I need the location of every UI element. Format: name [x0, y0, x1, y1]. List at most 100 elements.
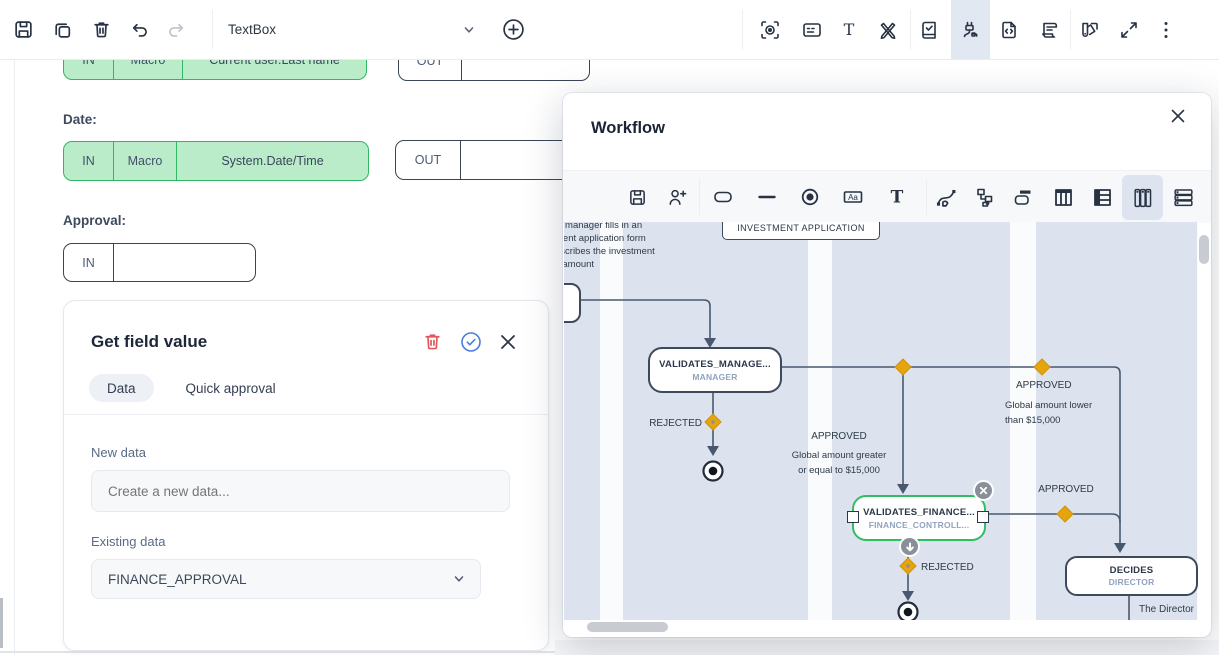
node-decides[interactable]: DECIDES DIRECTOR — [1065, 556, 1198, 596]
toolbar-divider — [926, 179, 927, 215]
toolbar-divider — [742, 10, 743, 49]
form-card-icon[interactable] — [793, 0, 831, 59]
chevron-down-icon — [452, 572, 466, 586]
node-investment-application[interactable]: INVESTMENT APPLICATION — [722, 222, 880, 240]
end-state-nodes — [702, 460, 919, 620]
swimlane — [832, 222, 1010, 620]
connectors-icon[interactable] — [951, 0, 989, 59]
swimlane — [1036, 222, 1197, 620]
more-kebab-icon[interactable] — [1147, 0, 1185, 59]
in-cell: IN — [64, 142, 114, 180]
save-icon[interactable] — [4, 0, 42, 59]
theme-swatches-icon[interactable] — [1071, 0, 1109, 59]
in-cell: IN — [64, 244, 114, 281]
svg-text:Aa: Aa — [848, 193, 858, 202]
existing-data-value: FINANCE_APPROVAL — [108, 571, 247, 587]
edge-label-approved-finance: APPROVED — [1038, 484, 1094, 495]
design-pencils-icon[interactable] — [869, 0, 907, 59]
active-shape-highlight — [1122, 175, 1163, 220]
shape-line-icon[interactable] — [747, 171, 787, 223]
redo-icon[interactable] — [157, 0, 195, 59]
toolbar-divider — [212, 10, 213, 49]
value-cell: System.Date/Time — [221, 154, 324, 168]
element-selector-value: TextBox — [228, 22, 277, 37]
resize-handle-left[interactable] — [847, 511, 859, 523]
close-icon[interactable] — [1169, 107, 1187, 125]
add-element-icon[interactable] — [494, 0, 532, 59]
left-edge-scrollbar[interactable] — [0, 598, 3, 648]
tab-quick-approval[interactable]: Quick approval — [185, 380, 276, 396]
horizontal-lanes-icon[interactable] — [1163, 171, 1203, 223]
node-validates-manager[interactable]: VALIDATES_MANAGE... MANAGER — [648, 347, 782, 393]
toolbar-divider — [699, 179, 700, 215]
existing-data-label: Existing data — [91, 534, 166, 549]
in-value-cell[interactable] — [114, 244, 255, 281]
delete-action-icon[interactable] — [422, 331, 443, 352]
undo-icon[interactable] — [120, 0, 158, 59]
connector-tool-icon[interactable] — [925, 171, 965, 223]
fullscreen-icon[interactable] — [1110, 0, 1148, 59]
off-page-icon[interactable] — [1003, 171, 1043, 223]
get-field-value-panel: Get field value Data Quick approval New … — [63, 300, 549, 651]
edge-label-rejected-manager: REJECTED — [649, 418, 702, 429]
date-field-label: Date: — [63, 112, 97, 127]
panel-title: Get field value — [91, 332, 208, 351]
shape-rounded-rect-icon[interactable] — [703, 171, 743, 223]
main-toolbar: TextBox T — [0, 0, 1219, 60]
org-chart-icon[interactable] — [965, 171, 1005, 223]
delete-icon[interactable] — [82, 0, 120, 59]
duplicate-icon[interactable] — [43, 0, 81, 59]
workflow-title: Workflow — [591, 119, 665, 137]
field-mapping-date-in[interactable]: IN Macro System.Date/Time — [63, 141, 369, 181]
text-icon[interactable]: T — [830, 0, 868, 59]
shape-end-state-icon[interactable] — [790, 171, 830, 223]
preview-icon[interactable] — [751, 0, 789, 59]
vertical-lanes-icon[interactable] — [1122, 171, 1162, 223]
workflow-modal: Workflow Aa — [563, 93, 1211, 637]
approve-check-icon[interactable] — [460, 331, 482, 353]
shape-text-icon[interactable]: T — [877, 171, 917, 223]
table-columns-icon[interactable] — [1043, 171, 1083, 223]
new-data-input-wrap — [91, 470, 510, 512]
lane-note-director: The Director — [1138, 604, 1194, 615]
horizontal-scrollbar[interactable] — [587, 622, 668, 632]
workflow-canvas[interactable]: ct manager fills in an ment application … — [564, 222, 1198, 620]
save-icon[interactable] — [617, 171, 657, 223]
delete-node-badge[interactable] — [973, 480, 994, 501]
text-annotation-icon[interactable]: A — [1203, 171, 1211, 223]
modal-backdrop-area — [555, 640, 1219, 655]
edge-label-approved-ge: APPROVED Global amount greater or equal … — [791, 431, 887, 476]
field-mapping-date-out[interactable]: OUT — [395, 140, 590, 180]
script-icon[interactable] — [1030, 0, 1068, 59]
page-bottom-divider — [0, 651, 563, 653]
chevron-down-icon — [462, 23, 476, 37]
shape-label-icon[interactable]: Aa — [833, 171, 873, 223]
edge-label-rejected-finance: REJECTED — [921, 562, 974, 573]
workflow-toolbar: Aa T — [563, 170, 1211, 223]
validation-book-icon[interactable] — [910, 0, 948, 59]
table-header-left-icon[interactable] — [1082, 171, 1122, 223]
resize-handle-right[interactable] — [977, 511, 989, 523]
new-data-label: New data — [91, 445, 146, 460]
add-connection-badge[interactable] — [899, 536, 920, 557]
toolbar-divider — [910, 10, 911, 49]
tab-data[interactable]: Data — [89, 374, 154, 402]
svg-text:T: T — [844, 20, 855, 39]
note-text: ct manager fills in an ment application … — [564, 222, 655, 270]
field-mapping-approval-in[interactable]: IN — [63, 243, 256, 282]
close-icon[interactable] — [498, 332, 518, 352]
approval-field-label: Approval: — [63, 213, 127, 228]
node-start[interactable] — [564, 283, 581, 323]
new-data-input[interactable] — [92, 483, 509, 499]
element-selector[interactable]: TextBox — [228, 0, 490, 59]
toolbar-divider — [1070, 10, 1071, 49]
existing-data-select[interactable]: FINANCE_APPROVAL — [91, 559, 481, 599]
code-file-icon[interactable] — [990, 0, 1028, 59]
vertical-scrollbar[interactable] — [1199, 235, 1209, 264]
node-validates-finance[interactable]: VALIDATES_FINANCE... FINANCE_CONTROLL... — [852, 495, 986, 541]
panel-divider — [64, 414, 548, 415]
edge-label-approved-lower: APPROVED Global amount lower than $15,00… — [1005, 380, 1093, 426]
out-cell: OUT — [396, 141, 461, 179]
user-add-icon[interactable] — [656, 171, 696, 223]
